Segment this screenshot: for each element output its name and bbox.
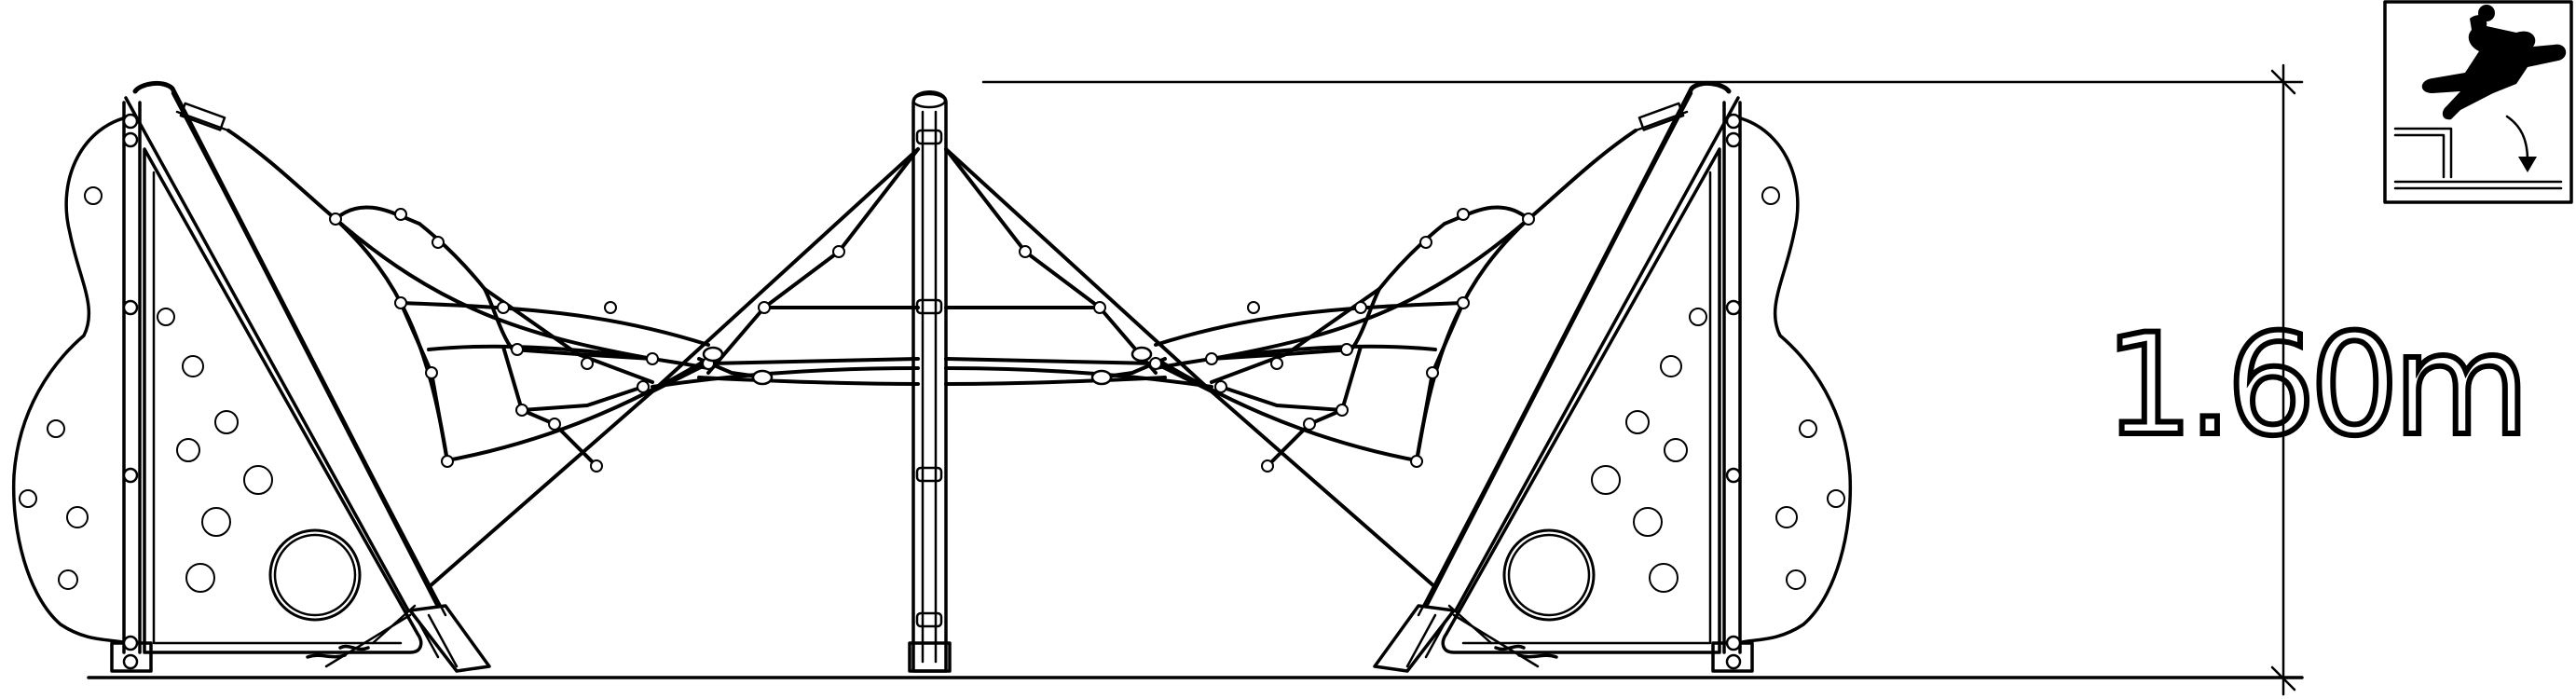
center-post — [908, 90, 952, 673]
height-dimension: 1.60m — [981, 63, 2532, 696]
free-fall-height-icon — [2383, 0, 2573, 204]
right-climbing-panel — [1373, 80, 1853, 673]
height-label: 1.60m — [2104, 305, 2524, 467]
rope-net — [226, 129, 1637, 589]
left-climbing-panel — [11, 80, 491, 673]
